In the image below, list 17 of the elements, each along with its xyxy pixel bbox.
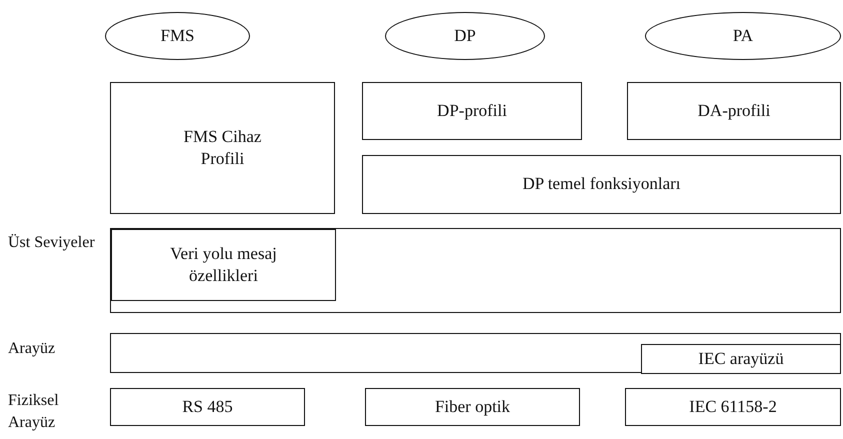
function-box: DP temel fonksiyonları bbox=[362, 155, 841, 214]
row-label: Arayüz bbox=[8, 339, 56, 359]
profile-box: DA-profili bbox=[627, 82, 841, 140]
protocol-ellipse: FMS bbox=[105, 12, 250, 60]
row-label: Fiziksel Arayüz bbox=[8, 391, 60, 433]
profile-box: DP-profili bbox=[362, 82, 582, 140]
physical-box: IEC 61158-2 bbox=[625, 388, 841, 426]
protocol-ellipse: PA bbox=[645, 12, 841, 60]
row-label: Üst Seviyeler bbox=[8, 233, 96, 253]
physical-box: RS 485 bbox=[110, 388, 305, 426]
interface-box: IEC arayüzü bbox=[641, 344, 841, 374]
profile-box: FMS Cihaz Profili bbox=[110, 82, 335, 214]
layer-band bbox=[110, 333, 841, 373]
protocol-ellipse: DP bbox=[385, 12, 545, 60]
layer-box: Veri yolu mesaj özellikleri bbox=[111, 229, 336, 301]
layer-band bbox=[110, 228, 841, 313]
physical-box: Fiber optik bbox=[365, 388, 580, 426]
